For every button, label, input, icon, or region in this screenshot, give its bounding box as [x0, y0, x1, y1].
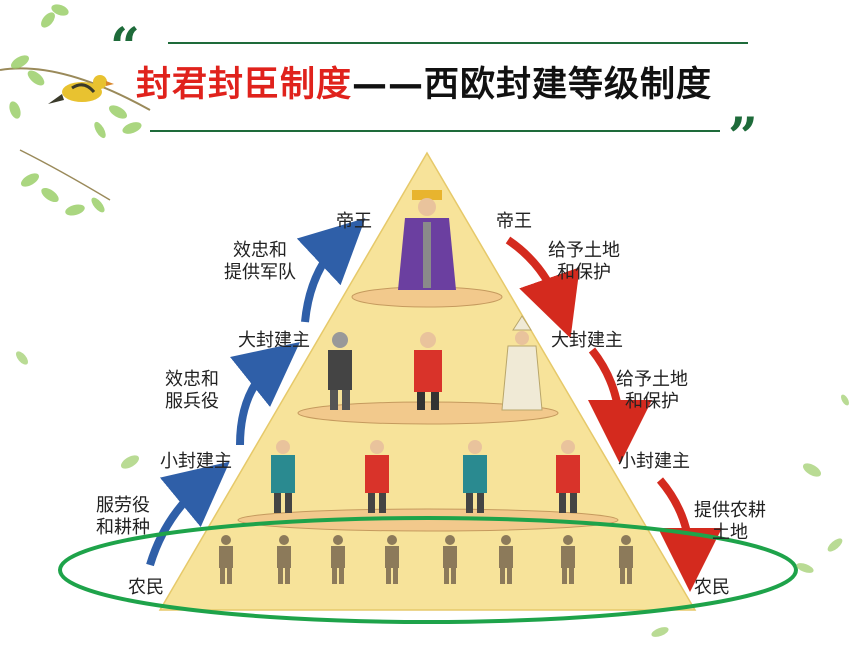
left-label-small-lord: 小封建主: [160, 451, 232, 472]
peasant-figure: [561, 535, 575, 584]
title-red-part: 封君封臣制度: [136, 65, 353, 105]
open-quote-mark: “: [110, 17, 140, 78]
right-label-grant-from-king: 给予土地 和保护: [548, 240, 620, 284]
great-lord-figure-1: [328, 332, 352, 410]
title-dark-part: ——西欧封建等级制度: [352, 65, 713, 105]
grant-line-2: 和保护: [557, 262, 611, 283]
peasant-figure: [499, 535, 513, 584]
small-lord-figure-1: [271, 440, 295, 513]
right-label-grant-from-great-lord: 给予土地 和保护: [616, 369, 688, 413]
top-rule: [168, 42, 748, 44]
page-title: 封君封臣制度——西欧封建等级制度: [136, 56, 712, 107]
duty-line-2: 和耕种: [96, 517, 150, 538]
right-label-small-lord: 小封建主: [618, 451, 690, 472]
peasant-figure: [277, 535, 291, 584]
close-quote-mark: ”: [728, 107, 758, 168]
peasant-figure: [443, 535, 457, 584]
peasant-figure: [219, 535, 233, 584]
duty-line-1: 服劳役: [96, 495, 150, 516]
grant-line-1: 提供农耕: [694, 500, 766, 521]
peasant-highlight-ellipse: [58, 516, 798, 624]
duty-line-2: 提供军队: [224, 262, 296, 283]
left-label-great-lord: 大封建主: [238, 330, 310, 351]
down-arrow-king-to-great-lord: [505, 236, 580, 339]
peasant-figure: [385, 535, 399, 584]
grant-line-2: 和保护: [625, 391, 679, 412]
left-label-duty-labor: 服劳役 和耕种: [96, 495, 150, 539]
grant-line-1: 给予土地: [548, 240, 620, 261]
small-lord-figure-4: [556, 440, 580, 513]
left-label-peasant: 农民: [128, 577, 164, 598]
up-arrow-small-to-great-lord: [230, 341, 300, 446]
right-label-great-lord: 大封建主: [551, 330, 623, 351]
left-label-duty-military: 效忠和 服兵役: [165, 369, 219, 413]
duty-line-1: 效忠和: [165, 369, 219, 390]
branch-bird-decoration: [0, 4, 151, 216]
duty-line-1: 效忠和: [233, 240, 287, 261]
grant-line-2: 土地: [712, 522, 748, 543]
left-label-king: 帝王: [336, 211, 372, 232]
small-lord-figure-3: [463, 440, 487, 513]
down-arrow-small-lord-to-peasant: [656, 477, 722, 592]
peasant-figure: [331, 535, 345, 584]
up-arrow-peasant-to-small-lord: [146, 461, 230, 567]
duty-line-2: 服兵役: [165, 391, 219, 412]
small-lord-figure-2: [365, 440, 389, 513]
grant-line-1: 给予土地: [616, 369, 688, 390]
right-label-king: 帝王: [496, 211, 532, 232]
peasant-figure: [619, 535, 633, 584]
bottom-rule: [150, 130, 720, 132]
peasant-row: [219, 535, 633, 584]
left-label-duty-to-king: 效忠和 提供军队: [224, 240, 296, 284]
right-label-grant-land: 提供农耕 土地: [694, 500, 766, 544]
great-lord-platform: [297, 401, 559, 425]
right-label-peasant: 农民: [694, 577, 730, 598]
scattered-leaves: [16, 351, 849, 637]
down-arrow-great-to-small-lord: [587, 347, 652, 464]
king-figure: [398, 190, 456, 290]
great-lord-figure-2: [414, 332, 442, 410]
up-arrow-great-lord-to-king: [296, 218, 366, 323]
